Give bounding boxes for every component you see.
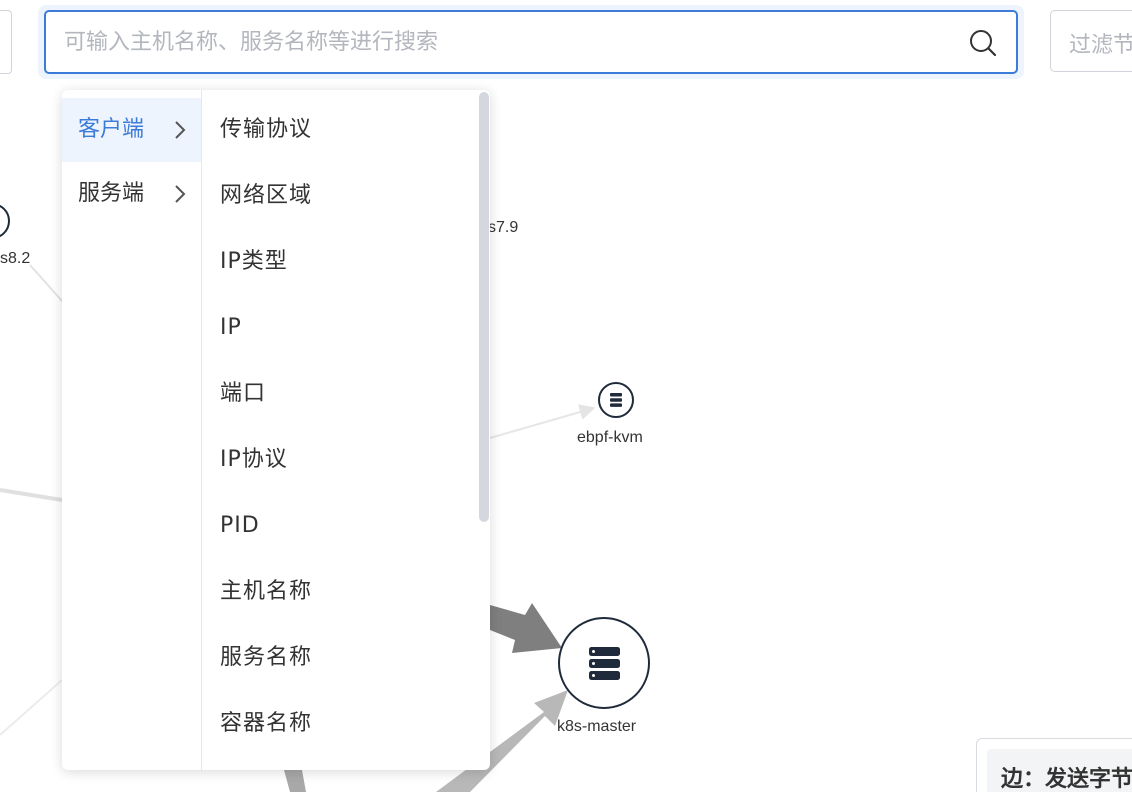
edge-tooltip-title: 边：发送字节 (1001, 767, 1132, 792)
cascader-option-client[interactable]: 客户端 (62, 98, 201, 162)
cascader-scrollbar[interactable] (478, 90, 490, 770)
cascader-level2-menu: 传输协议 网络区域 IP类型 IP 端口 IP协议 PID 主机名称 服务名称 … (202, 90, 490, 770)
edge-to-k8s-master-heavy[interactable] (490, 603, 562, 653)
edge-bottom-stub[interactable] (284, 770, 306, 792)
cascader-option-label: 服务端 (78, 181, 145, 206)
edge-tooltip-header: 边：发送字节 (987, 749, 1132, 792)
cascader-option-ip[interactable]: IP (220, 315, 242, 340)
cascader-option-server[interactable]: 服务端 (62, 162, 201, 226)
server-icon (589, 647, 620, 680)
edge-to-k8s-master-medium[interactable] (436, 690, 568, 792)
node-ebpf-kvm[interactable] (598, 382, 634, 418)
server-icon (610, 393, 622, 407)
cascader-option-label: 客户端 (78, 117, 145, 142)
search-input[interactable] (46, 12, 964, 72)
cascader-option-pid[interactable]: PID (220, 513, 260, 538)
cascader-option-transport-protocol[interactable]: 传输协议 (220, 117, 313, 142)
cascader-option-port[interactable]: 端口 (220, 381, 267, 406)
node-label-ebpf-kvm: ebpf-kvm (577, 429, 643, 446)
node-label-s82: s8.2 (0, 250, 31, 267)
cascader-option-host-name[interactable]: 主机名称 (220, 579, 313, 604)
node-k8s-master[interactable] (558, 617, 650, 709)
cascader-option-ip-type[interactable]: IP类型 (220, 249, 288, 274)
filter-node-input[interactable]: 过滤节 (1050, 10, 1132, 72)
edge-left-lower-line[interactable] (0, 679, 63, 736)
cascader-level1-menu: 客户端 服务端 (62, 90, 202, 770)
edge-tooltip: 边：发送字节 (976, 738, 1132, 792)
cascader-option-service-name[interactable]: 服务名称 (220, 645, 313, 670)
cascader-option-network-zone[interactable]: 网络区域 (220, 183, 313, 208)
left-select-stub[interactable] (0, 10, 12, 74)
cascader-dropdown: 客户端 服务端 传输协议 网络区域 IP类型 IP 端口 IP协议 PID 主机… (62, 90, 490, 770)
cascader-scrollbar-thumb[interactable] (479, 92, 489, 522)
search-icon[interactable] (968, 28, 998, 58)
node-label-k8s-master: k8s-master (557, 718, 637, 735)
chevron-right-icon (175, 185, 186, 203)
node-s82[interactable] (0, 204, 10, 238)
edge-to-ebpf-kvm[interactable] (489, 404, 596, 439)
search-box[interactable] (44, 10, 1018, 74)
filter-node-placeholder: 过滤节 (1069, 33, 1132, 58)
edge-left-line[interactable] (0, 488, 63, 502)
cascader-option-container-name[interactable]: 容器名称 (220, 711, 313, 736)
cascader-option-ip-protocol[interactable]: IP协议 (220, 447, 288, 472)
node-label-s79: s7.9 (488, 219, 519, 236)
chevron-right-icon (175, 121, 186, 139)
